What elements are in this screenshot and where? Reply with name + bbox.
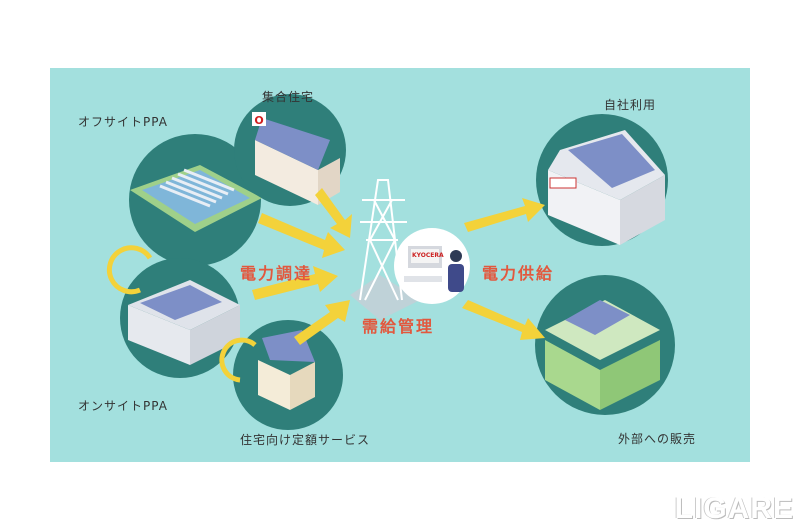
label-apartment: 集合住宅 xyxy=(262,90,315,104)
flow-arrows xyxy=(252,188,545,345)
offsite-ppa-illustration xyxy=(129,134,262,266)
label-procurement: 電力調達 xyxy=(240,264,313,283)
label-supply: 電力供給 xyxy=(482,264,555,283)
external-sales-illustration xyxy=(535,275,675,415)
cycle-arrows xyxy=(106,245,257,383)
onsite-ppa-illustration xyxy=(120,258,240,378)
svg-text:O: O xyxy=(254,114,263,127)
apartment-illustration: O xyxy=(234,94,346,206)
transmission-tower-icon xyxy=(350,179,420,320)
house-illustration xyxy=(233,320,343,430)
ligare-watermark: LIGARE xyxy=(674,492,794,525)
label-offsite-ppa: オフサイトPPA xyxy=(78,115,168,129)
self-use-illustration xyxy=(536,114,668,246)
label-home-service: 住宅向け定額サービス xyxy=(240,433,371,447)
label-external-sales: 外部への販売 xyxy=(618,432,697,446)
label-management: 需給管理 xyxy=(362,317,435,336)
label-self-use: 自社利用 xyxy=(604,98,657,112)
kyocera-screen-logo: KYOCERA xyxy=(412,252,444,259)
label-onsite-ppa: オンサイトPPA xyxy=(78,399,168,413)
operator-illustration xyxy=(394,228,470,304)
